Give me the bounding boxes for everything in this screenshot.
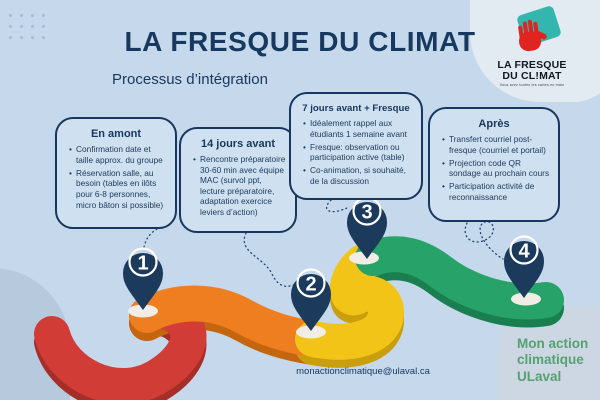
decor-dot-grid-top-left [5,10,47,43]
step-pin-2: 2 [291,268,331,331]
callout-list-en-amont: Confirmation date et taille approx. du g… [65,144,167,210]
pin-1-body [123,253,163,310]
callout-bullet: Co-animation, si souhaité, de la discuss… [303,165,413,186]
connector-box2-pin2 [243,232,298,287]
page-subtitle: Processus d’intégration [112,71,268,88]
step-number-4: 4 [518,241,530,263]
callout-title-apres: Après [478,118,510,130]
connector-box3-pin3 [326,199,350,213]
pin-3-body [347,202,387,259]
pin-base-2 [296,325,326,339]
logo-name-line1: LA FRESQUE [497,59,567,71]
callout-title-en-amont: En amont [90,128,142,140]
logo-name-line2: DU CL!MAT [502,70,562,83]
step-pin-4: 4 [504,235,544,298]
callout-list-14-jours: Rencontre préparatoire 30-60 min avec éq… [189,154,287,218]
page-title: LA FRESQUE DU CLIMAT [124,26,476,57]
pin-base-1 [128,304,158,318]
callout-bullet: Participation activité de reconnaissance [442,181,550,202]
callout-14-jours-avant: 14 jours avant Rencontre préparatoire 30… [179,127,297,233]
callout-list-7-jours: Idéalement rappel aux étudiants 1 semain… [299,118,413,187]
connector-box4-pin4 [464,221,504,260]
callout-title-14-jours: 14 jours avant [201,138,275,150]
contact-email: monactionclimatique@ulaval.ca [296,366,430,377]
pin-2-body [291,274,331,331]
pin-base-4 [511,292,541,306]
road-segment-3-yellow [295,240,404,360]
callout-bullet: Confirmation date et taille approx. du g… [69,144,167,165]
step-number-3: 3 [361,202,372,224]
logo-wordmark: LA FRESQUE DU CL!MAT [476,59,588,83]
step-number-1: 1 [137,253,148,275]
pin-1-ring [128,247,158,277]
fresque-du-climat-logo: LA FRESQUE DU CL!MAT Vous avez toutes le… [476,4,588,88]
callout-en-amont: En amont Confirmation date et taille app… [55,117,177,229]
callout-bullet: Fresque: observation ou participation ac… [303,142,413,163]
callout-list-apres: Transfert courriel post-fresque (courrie… [438,134,550,203]
callout-bullet: Rencontre préparatoire 30-60 min avec éq… [193,154,287,218]
step-number-2: 2 [305,274,316,296]
pin-base-3 [349,251,379,265]
callout-bullet: Transfert courriel post-fresque (courrie… [442,134,550,155]
callout-title-7-jours: 7 jours avant + Fresque [302,103,410,114]
callout-bullet: Idéalement rappel aux étudiants 1 semain… [303,118,413,139]
logo-hand-icon [518,19,547,52]
pin-4-ring [509,235,539,265]
pin-2-ring [296,268,326,298]
road-segment-2-orange [129,285,331,357]
logo-artwork [476,4,588,60]
logo-tagline: Vous avez toutes les cartes en main [499,83,565,88]
callout-apres: Après Transfert courriel post-fresque (c… [428,107,560,222]
step-pin-1: 1 [123,247,163,310]
signature-mon-action-climatique-ulaval: Mon action climatique ULaval [517,336,589,384]
connector-box1-pin1 [143,228,158,248]
callout-7-jours-avant-fresque: 7 jours avant + Fresque Idéalement rappe… [289,92,423,200]
pin-4-body [504,241,544,298]
callout-bullet: Réservation salle, au besoin (tables en … [69,168,167,210]
callout-bullet: Projection code QR sondage au prochain c… [442,158,550,179]
